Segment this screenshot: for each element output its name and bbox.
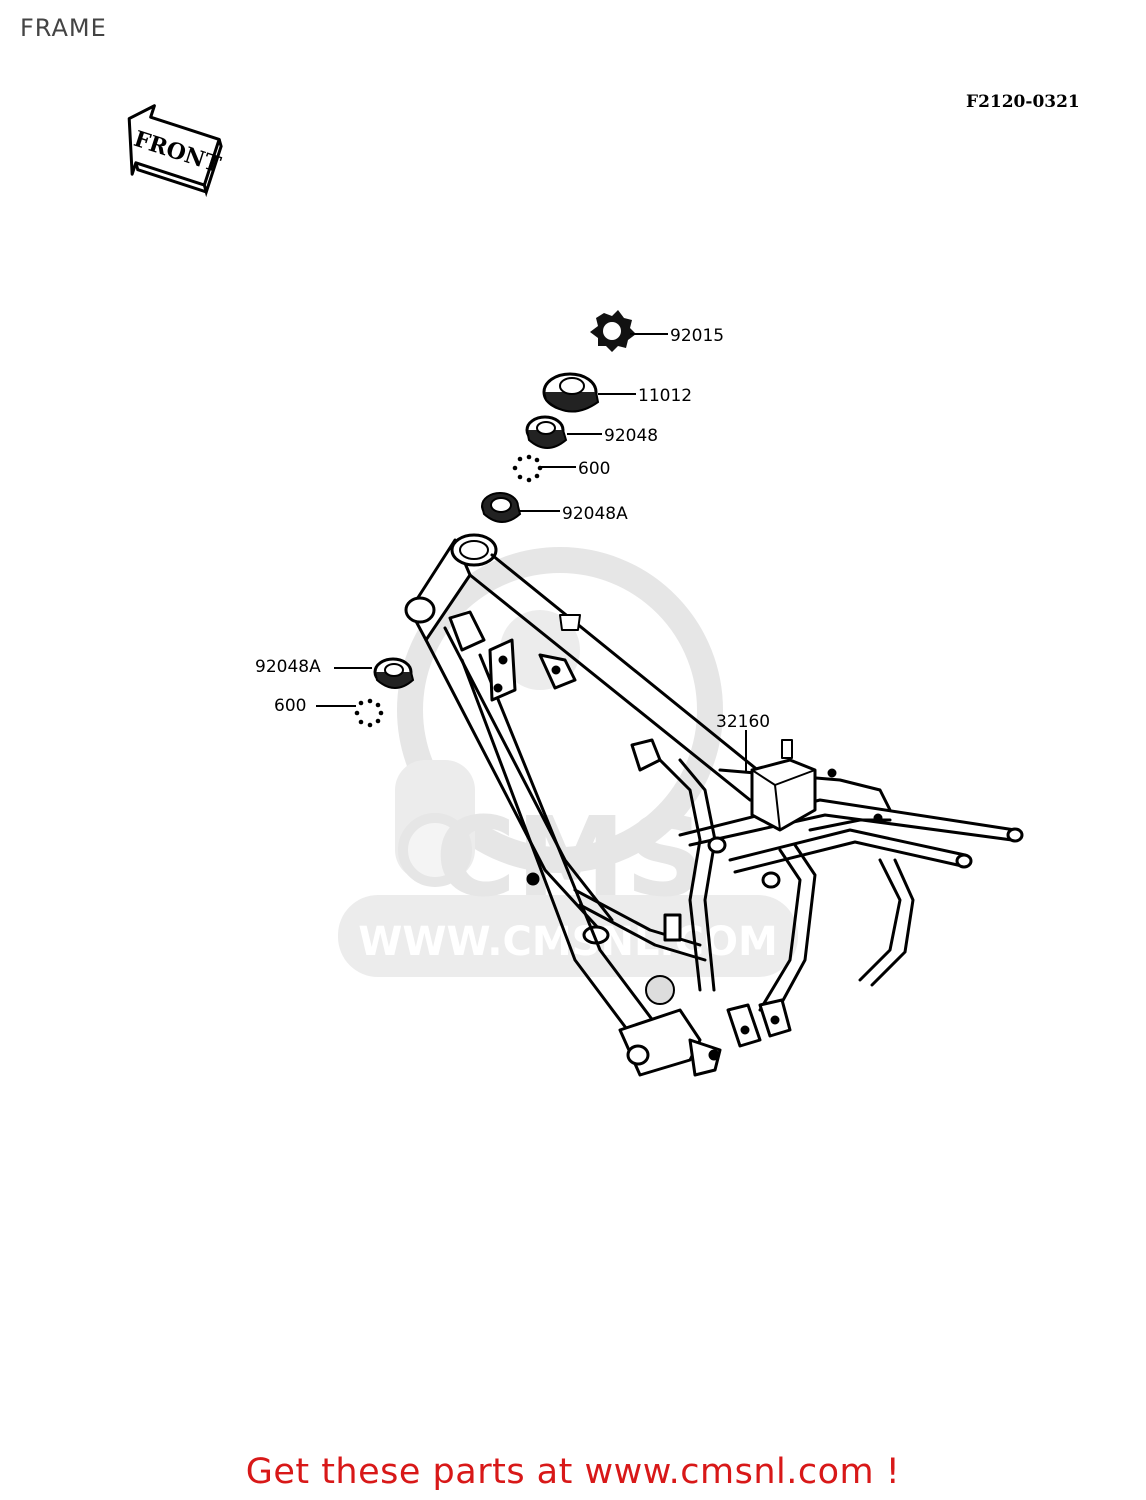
steering-stem-head-11012 bbox=[542, 372, 600, 413]
part-label-92048a-top: 92048A bbox=[562, 504, 628, 524]
watermark-logo-text: CMS bbox=[435, 793, 704, 921]
bearing-race-92048a-top bbox=[481, 492, 522, 523]
part-label-32160: 32160 bbox=[716, 712, 770, 732]
page-title: FRAME bbox=[20, 14, 107, 42]
leader-lines bbox=[316, 333, 747, 772]
part-label-92048a-bottom: 92048A bbox=[255, 657, 321, 677]
steel-balls-600-top bbox=[512, 454, 543, 483]
part-label-11012: 11012 bbox=[638, 386, 692, 406]
frame-assembly-32160 bbox=[404, 533, 1024, 1077]
bearing-race-92048a-bottom bbox=[373, 657, 415, 689]
part-label-92048: 92048 bbox=[604, 426, 658, 446]
part-label-600-top: 600 bbox=[578, 459, 610, 479]
diagram-code: F2120-0321 bbox=[966, 92, 1080, 112]
part-label-600-bottom: 600 bbox=[274, 696, 306, 716]
steel-balls-600-bottom bbox=[354, 698, 384, 728]
frame-diagram: CMS WWW.CMSNL.COM FRONT bbox=[127, 104, 1024, 1077]
part-label-92015: 92015 bbox=[670, 326, 724, 346]
front-arrow: FRONT bbox=[127, 104, 224, 198]
get-parts-link[interactable]: Get these parts at www.cmsnl.com ! bbox=[245, 1452, 901, 1492]
bearing-race-92048 bbox=[525, 415, 568, 449]
watermark: CMS WWW.CMSNL.COM bbox=[338, 547, 798, 977]
steering-nut-92015 bbox=[590, 310, 636, 352]
